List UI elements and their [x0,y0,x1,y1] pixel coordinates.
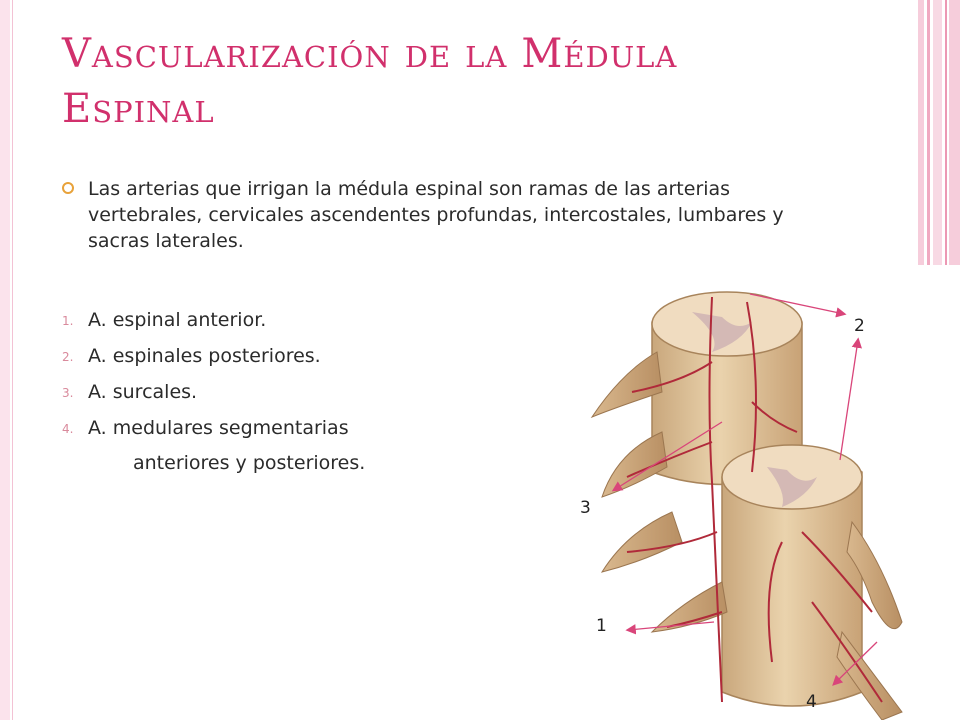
label-2: 2 [854,316,865,336]
blood-vessels [626,296,883,703]
label-4: 4 [806,692,817,712]
list-item-continuation: anteriores y posteriores. [133,452,366,474]
list-item-text: A. espinal anterior. [88,309,267,331]
nerve-root-upper-left [590,351,663,419]
upper-gray-matter [692,312,752,352]
list-number: 1. [62,314,74,328]
list-number: 4. [62,422,74,436]
nerve-root-lower-left [600,511,683,573]
list-item: 4. A. medulares segmentarias [62,413,522,449]
list-item: 1. A. espinal anterior. [62,305,522,341]
nerve-root-right [846,520,903,630]
nerve-root-mid-left [601,431,668,498]
title-word: ESPINAL [62,86,215,132]
list-number: 3. [62,386,74,400]
list-number: 2. [62,350,74,364]
intro-bullet: Las arterias que irrigan la médula espin… [62,176,822,254]
spinal-cord-drawing [590,291,903,720]
list-item-text: A. espinales posteriores. [88,345,321,367]
list-item-text: A. surcales. [88,381,198,403]
label-1: 1 [596,616,607,636]
slide-title: VASCULARIZACIÓN DE LA MÉDULA ESPINAL [62,28,892,138]
lower-gray-matter [767,467,817,507]
title-word: VASCULARIZACIÓN [62,31,391,77]
slide-left-frame [0,0,13,720]
title-word: LA [465,40,508,74]
list-item: 3. A. surcales. [62,377,522,413]
label-3: 3 [580,498,591,518]
nerve-root-bottom-left [650,581,728,633]
decorative-right-bars [918,0,960,265]
list-item: 2. A. espinales posteriores. [62,341,522,377]
title-word: MÉDULA [521,31,678,77]
intro-text: Las arterias que irrigan la médula espin… [88,178,784,252]
bullet-circle-icon [62,182,74,194]
title-word: DE [404,40,452,74]
label-arrows [611,293,878,686]
artery-list: 1. A. espinal anterior. 2. A. espinales … [62,305,522,449]
list-item-text: A. medulares segmentarias [88,417,349,439]
spinal-cord-illustration: 2 3 1 4 [572,282,922,720]
